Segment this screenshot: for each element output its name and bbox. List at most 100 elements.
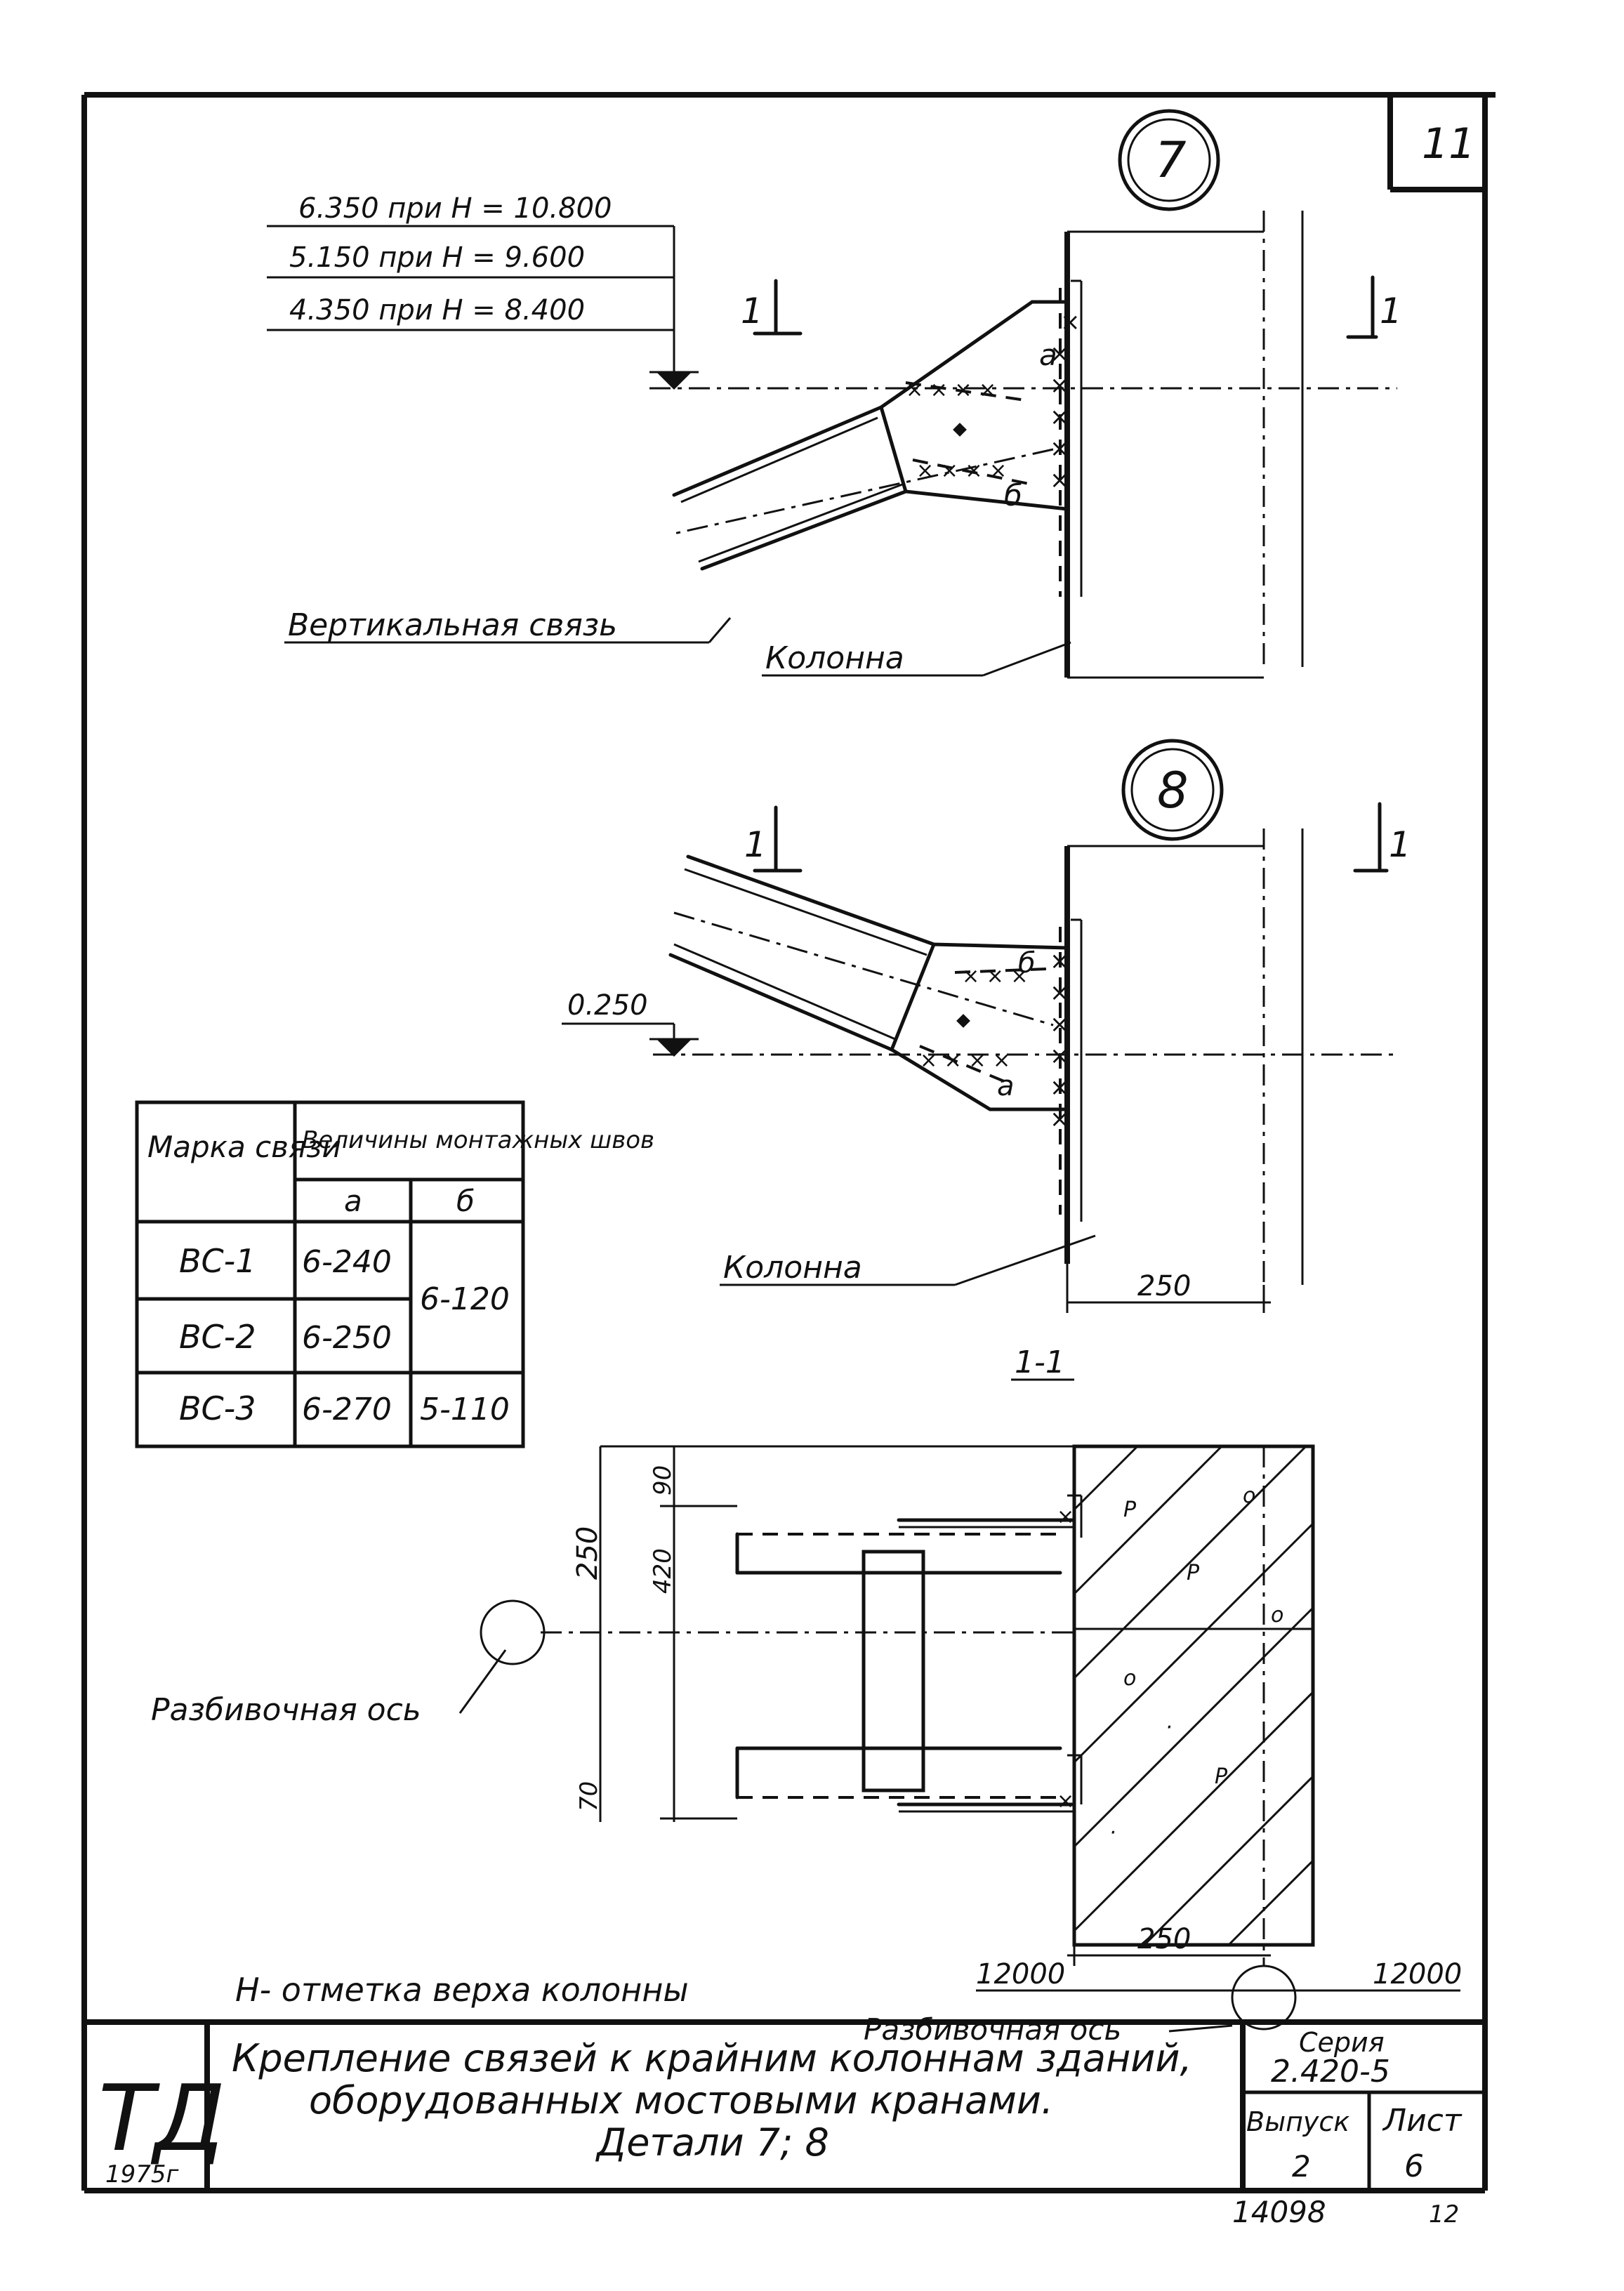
steel-brace-section: × × bbox=[735, 1494, 1083, 1814]
span-right: 12000 bbox=[1373, 1958, 1462, 1990]
brace-label: Вертикальная связь bbox=[288, 607, 617, 643]
col-b-header: б bbox=[456, 1184, 475, 1218]
weld-b-label-8: б bbox=[1018, 947, 1036, 979]
title-line-3: Детали 7; 8 bbox=[595, 2120, 829, 2165]
svg-text:0.250: 0.250 bbox=[567, 989, 648, 1022]
issue-value: 2 bbox=[1292, 2149, 1311, 2184]
archive-number: 14098 bbox=[1232, 2195, 1326, 2229]
svg-text:o: o bbox=[1271, 1603, 1283, 1628]
page-number: 12 bbox=[1429, 2200, 1459, 2229]
merged-b: 6-120 bbox=[420, 1281, 510, 1317]
svg-text:P: P bbox=[1215, 1764, 1228, 1789]
svg-text:×: × bbox=[1050, 1042, 1070, 1070]
sheet-label: Лист bbox=[1382, 2103, 1463, 2139]
row-3-mark: ВС-3 bbox=[179, 1389, 256, 1427]
section-1-1: 1-1 P P o o o P · · bbox=[151, 1345, 1462, 2047]
svg-text:×: × bbox=[1050, 340, 1070, 368]
svg-text:1: 1 bbox=[744, 824, 767, 865]
span-dims: 12000 12000 bbox=[976, 1958, 1462, 1992]
svg-text:×: × bbox=[1050, 1074, 1070, 1102]
svg-text:×: × bbox=[1050, 466, 1070, 494]
svg-text:× × × ×: × × × × bbox=[920, 1048, 1010, 1073]
svg-text:1: 1 bbox=[741, 291, 763, 331]
svg-text:×: × bbox=[1060, 308, 1081, 336]
dim-bottom: 70 bbox=[575, 1781, 603, 1811]
detail-7-marker: 7 bbox=[1118, 109, 1220, 211]
svg-text:× × × ×: × × × × bbox=[906, 378, 996, 402]
section-mark-left-8: 1 bbox=[744, 805, 803, 873]
elevation-label-1: 6.350 при H = 10.800 bbox=[298, 192, 612, 225]
row-1-a: 6-240 bbox=[302, 1244, 392, 1280]
svg-text:8: 8 bbox=[1157, 762, 1189, 819]
title-year: 1975г bbox=[105, 2160, 180, 2188]
logo-td: ТД bbox=[98, 2065, 225, 2172]
sheet-number-box: 11 bbox=[1387, 95, 1485, 192]
gusset-detail-7: × × × × × × × × a б bbox=[672, 300, 1069, 571]
dim-top: 90 bbox=[649, 1465, 677, 1496]
svg-text:o: o bbox=[1123, 1666, 1136, 1691]
svg-text:× × ×: × × × bbox=[962, 964, 1028, 989]
header-mark: Марка связи bbox=[147, 1130, 341, 1164]
svg-text:1: 1 bbox=[1389, 824, 1411, 865]
svg-text:×: × bbox=[1057, 1505, 1074, 1529]
row-3-b: 5-110 bbox=[420, 1392, 510, 1427]
series-label: Серия bbox=[1299, 2027, 1385, 2058]
sheet-value: 6 bbox=[1404, 2148, 1424, 2184]
title-block: ТД 1975г Крепление связей к крайним коло… bbox=[98, 2022, 1487, 2193]
svg-text:250: 250 bbox=[1137, 1270, 1191, 1302]
section-vertical-dims: 250 90 420 70 bbox=[572, 1445, 1074, 1822]
section-title: 1-1 bbox=[1015, 1345, 1065, 1380]
svg-text:1: 1 bbox=[1380, 291, 1402, 331]
sheet-number: 11 bbox=[1422, 119, 1475, 169]
axis-label-left: Разбивочная ось bbox=[151, 1692, 421, 1728]
section-mark-right-8: 1 bbox=[1353, 802, 1411, 873]
column-label-7: Колонна bbox=[765, 640, 904, 676]
column-label-8: Колонна bbox=[723, 1250, 862, 1286]
row-3-a: 6-270 bbox=[302, 1392, 392, 1427]
weld-a-label-8: a bbox=[997, 1070, 1015, 1102]
detail-7: 7 6.350 при H = 10.800 5.150 при H = 9.6… bbox=[267, 109, 1402, 679]
elevation-labels: 6.350 при H = 10.800 5.150 при H = 9.600… bbox=[267, 192, 1397, 390]
svg-text:·: · bbox=[1166, 1715, 1173, 1740]
detail-8-marker: 8 bbox=[1121, 739, 1224, 841]
section-mark-right: 1 bbox=[1346, 275, 1402, 339]
svg-text:×: × bbox=[1057, 1789, 1074, 1814]
dim-250-detail-8: 250 bbox=[1066, 1264, 1271, 1313]
svg-text:×: × bbox=[1050, 947, 1070, 975]
elevation-0250: 0.250 bbox=[562, 989, 1397, 1057]
column-detail-7: × × × × × × bbox=[1050, 211, 1304, 679]
svg-text:×: × bbox=[1050, 403, 1070, 431]
svg-text:×: × bbox=[1050, 371, 1070, 400]
row-1-mark: ВС-1 bbox=[179, 1242, 256, 1280]
svg-text:×: × bbox=[1050, 979, 1070, 1007]
svg-text:·: · bbox=[1109, 1821, 1116, 1845]
col-a-header: a bbox=[344, 1184, 362, 1218]
header-values: Величины монтажных швов bbox=[302, 1126, 654, 1154]
sheet-frame bbox=[81, 92, 1496, 2193]
series-value: 2.420-5 bbox=[1271, 2054, 1390, 2089]
weld-b-label: б bbox=[1004, 478, 1022, 513]
axis-label-bottom: Разбивочная ось bbox=[864, 2012, 1121, 2047]
svg-text:P: P bbox=[1187, 1561, 1200, 1585]
concrete-column: P P o o o P · · bbox=[1072, 1444, 1315, 1947]
elevation-label-3: 4.350 при H = 8.400 bbox=[289, 294, 585, 326]
span-left: 12000 bbox=[976, 1958, 1065, 1990]
svg-text:P: P bbox=[1123, 1498, 1137, 1522]
title-line-1: Крепление связей к крайним колоннам здан… bbox=[232, 2036, 1192, 2080]
detail-8: 8 1 1 0.250 bbox=[562, 739, 1411, 1313]
weld-table: Марка связи Величины монтажных швов a б … bbox=[135, 1100, 654, 1448]
section-mark-left: 1 bbox=[741, 279, 803, 336]
gusset-detail-8: × × × × × × × б a bbox=[668, 854, 1069, 1111]
title-line-2: оборудованных мостовыми кранами. bbox=[309, 2078, 1053, 2122]
row-2-a: 6-250 bbox=[302, 1320, 392, 1356]
column-detail-8: × × × × × × bbox=[1050, 828, 1304, 1285]
svg-text:o: o bbox=[1243, 1484, 1255, 1508]
svg-text:7: 7 bbox=[1155, 131, 1187, 189]
svg-text:250: 250 bbox=[1137, 1923, 1191, 1955]
section-note: H- отметка верха колонны bbox=[235, 1971, 689, 2009]
axis-lines bbox=[480, 1446, 1297, 2031]
weld-a-label: a bbox=[1039, 338, 1057, 372]
dim-total: 250 bbox=[572, 1526, 604, 1580]
elevation-label-2: 5.150 при H = 9.600 bbox=[289, 242, 585, 274]
